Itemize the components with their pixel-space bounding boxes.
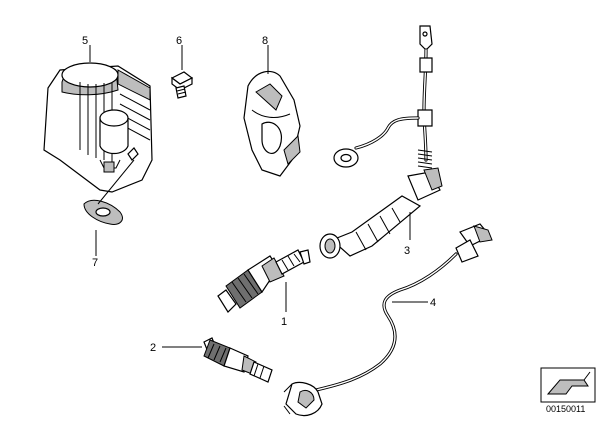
part-number-6: 6 [176,35,182,47]
screw [170,71,194,99]
part-number-4: 4 [430,297,436,309]
diagram-code: 00150011 [546,404,585,414]
spark-plug-small [203,337,273,383]
gasket [83,199,123,225]
part-number-3: 3 [404,245,410,257]
corner-cutaway-icon [540,367,596,403]
leader-7-extension [97,159,135,205]
part-number-7: 7 [92,257,98,269]
part-number-2: 2 [150,342,156,354]
ignition-coil [43,62,153,193]
ignition-cable [283,223,493,417]
part-number-1: 1 [281,316,287,328]
ignition-lead [319,25,443,259]
bracket [243,70,301,177]
part-number-8: 8 [262,35,268,47]
spark-plug-large [217,249,311,313]
part-number-5: 5 [82,35,88,47]
